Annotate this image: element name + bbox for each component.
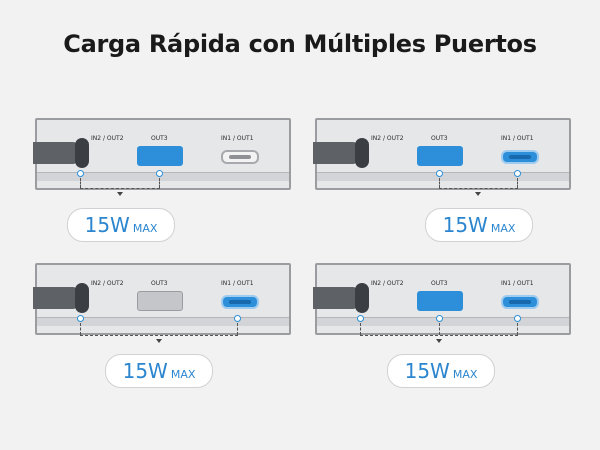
usb-a-port-active	[137, 146, 183, 166]
port-label-in1-out1: IN1 / OUT1	[501, 135, 534, 142]
connector-line	[517, 178, 518, 188]
power-value: 15W	[122, 359, 168, 383]
cable-plug-icon	[33, 142, 77, 164]
usb-a-port-inactive	[137, 291, 183, 311]
power-max-label: MAX	[452, 368, 478, 381]
connector-line	[159, 178, 160, 188]
cable-plug-icon	[313, 142, 357, 164]
connector-line	[80, 188, 160, 189]
cable-plug-icon	[313, 287, 357, 309]
power-bank-stripe	[37, 172, 289, 181]
port-indicator-dot	[156, 170, 163, 177]
usb-a-port-active	[417, 291, 463, 311]
power-value: 15W	[84, 213, 130, 237]
port-indicator-dot	[514, 315, 521, 322]
usb-c-port-active	[501, 295, 539, 309]
connector-line	[360, 323, 361, 335]
arrow-down-icon	[436, 339, 442, 343]
port-label-out3: OUT3	[151, 280, 168, 287]
power-bank: IN2 / OUT2 OUT3 IN1 / OUT1	[313, 263, 571, 335]
power-value: 15W	[442, 213, 488, 237]
arrow-down-icon	[475, 192, 481, 196]
port-label-out3: OUT3	[151, 135, 168, 142]
page-title: Carga Rápida con Múltiples Puertos	[63, 30, 537, 58]
connector-line	[517, 323, 518, 335]
power-max-label: MAX	[170, 368, 196, 381]
connector-line	[80, 323, 81, 335]
usb-a-port-active	[417, 146, 463, 166]
port-indicator-dot	[77, 170, 84, 177]
arrow-down-icon	[117, 192, 123, 196]
port-label-in2-out2: IN2 / OUT2	[371, 280, 404, 287]
port-indicator-dot	[514, 170, 521, 177]
port-indicator-dot	[357, 315, 364, 322]
port-indicator-dot	[436, 315, 443, 322]
power-bank-stripe	[317, 317, 569, 326]
port-label-in1-out1: IN1 / OUT1	[501, 280, 534, 287]
connector-line	[237, 323, 238, 335]
power-bank: IN2 / OUT2 OUT3 IN1 / OUT1	[33, 263, 291, 335]
power-max-label: MAX	[132, 222, 158, 235]
port-label-in1-out1: IN1 / OUT1	[221, 280, 254, 287]
port-label-in2-out2: IN2 / OUT2	[91, 280, 124, 287]
arrow-down-icon	[156, 339, 162, 343]
usb-c-port-active	[501, 150, 539, 164]
connector-line	[439, 188, 518, 189]
usb-c-port-active	[221, 295, 259, 309]
port-indicator-dot	[77, 315, 84, 322]
connector-line	[439, 178, 440, 188]
port-indicator-dot	[234, 315, 241, 322]
power-value: 15W	[404, 359, 450, 383]
power-bank-stripe	[37, 317, 289, 326]
usb-c-connector-plugged	[75, 138, 89, 168]
power-bank-stripe	[317, 172, 569, 181]
usb-c-connector-plugged	[355, 138, 369, 168]
port-label-in1-out1: IN1 / OUT1	[221, 135, 254, 142]
port-label-in2-out2: IN2 / OUT2	[91, 135, 124, 142]
connector-line	[439, 323, 440, 335]
usb-c-connector-plugged	[75, 283, 89, 313]
usb-c-connector-plugged	[355, 283, 369, 313]
cable-plug-icon	[33, 287, 77, 309]
connector-line	[80, 335, 238, 336]
power-bank: IN2 / OUT2 OUT3 IN1 / OUT1	[33, 118, 291, 190]
power-bank: IN2 / OUT2 OUT3 IN1 / OUT1	[313, 118, 571, 190]
usb-c-port-inactive	[221, 150, 259, 164]
connector-line	[360, 335, 518, 336]
power-max-label: MAX	[490, 222, 516, 235]
port-label-out3: OUT3	[431, 135, 448, 142]
port-label-in2-out2: IN2 / OUT2	[371, 135, 404, 142]
port-indicator-dot	[436, 170, 443, 177]
port-label-out3: OUT3	[431, 280, 448, 287]
connector-line	[80, 178, 81, 188]
